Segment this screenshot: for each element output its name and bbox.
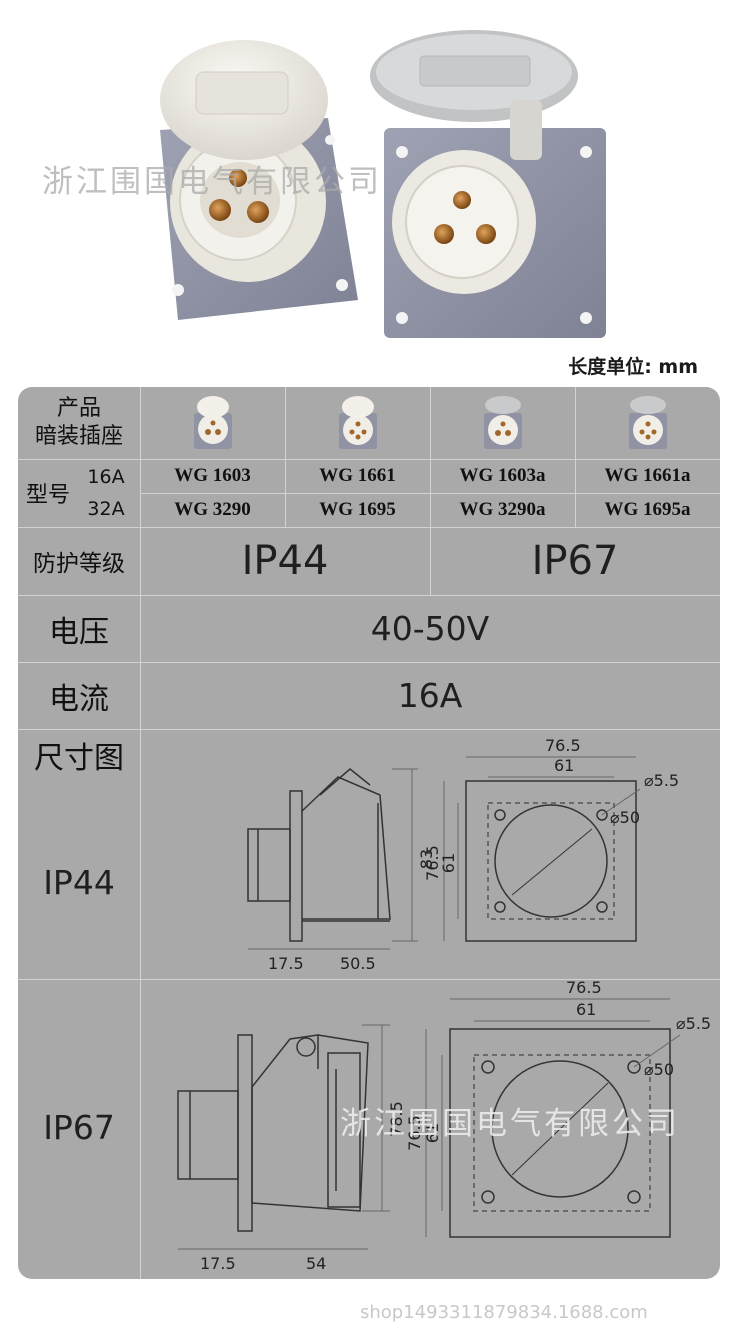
ip67-side-body: 54 [306, 1254, 326, 1273]
ip44-drawing-label: IP44 [43, 862, 115, 902]
product-label: 产品 暗装插座 [18, 387, 140, 459]
watermark-top: 浙江围国电气有限公司 [42, 164, 382, 200]
model-32a-2: WG 1695 [319, 499, 396, 520]
amp-16-label: 16A [87, 466, 125, 488]
ip67-bore-dia: ⌀50 [644, 1060, 674, 1079]
ip44-socket-photo [160, 40, 358, 320]
ip44-side-height: 83 [417, 849, 436, 869]
ip67-side-height: 78.5 [387, 1101, 406, 1137]
ip67-front-outer-v: 76.5 [405, 1115, 424, 1151]
ip44-dimension-drawing: 17.5 50.5 83 76.5 61 76.5 61 ⌀5.5 ⌀50 [247, 736, 679, 973]
ip44-front-pitch: 61 [554, 756, 574, 775]
ip67-hole-dia: ⌀5.5 [676, 1014, 711, 1033]
ip67-front-outer: 76.5 [566, 979, 602, 997]
model-16a-4: WG 1661a [604, 465, 691, 486]
ip67-side-depth: 17.5 [200, 1254, 236, 1273]
model-16a-2: WG 1661 [319, 465, 396, 486]
socket-photo-illustration [160, 30, 606, 338]
footer-url: shop1493311879834.1688.com [360, 1302, 648, 1323]
product-label-line1: 产品 [56, 396, 101, 421]
model-32a-1: WG 3290 [174, 499, 251, 520]
protection-ip44: IP44 [241, 538, 329, 584]
protection-ip67: IP67 [531, 538, 619, 584]
ip44-front-outer-v: 76.5 [423, 845, 442, 881]
model-32a-3: WG 3290a [459, 499, 546, 520]
product-thumb-3 [430, 387, 575, 459]
current-value: 16A [397, 676, 463, 715]
model-32a-4: WG 1695a [604, 499, 691, 520]
ip44-side-depth: 17.5 [268, 954, 304, 973]
spec-table-panel: 产品 暗装插座 型号 16A 32A WG 1603 WG 1661 WG 16… [18, 387, 720, 1279]
product-thumb-2 [285, 387, 430, 459]
ip67-socket-photo [370, 30, 606, 338]
amp-32-label: 32A [87, 498, 125, 520]
ip44-front-pitch-v: 61 [439, 853, 458, 873]
unit-note: 长度单位: mm [568, 356, 698, 378]
voltage-value: 40-50V [370, 609, 490, 648]
watermark-bottom: 浙江围国电气有限公司 [340, 1106, 680, 1142]
ip67-dimension-drawing: 17.5 54 78.5 76.5 61 76.5 61 ⌀5.5 ⌀50 [177, 979, 711, 1273]
model-label: 型号 [25, 483, 70, 508]
ip44-hole-dia: ⌀5.5 [644, 771, 679, 790]
ip44-front-outer: 76.5 [545, 736, 581, 755]
ip67-front-pitch-v: 61 [423, 1123, 442, 1143]
drawing-label: 尺寸图 [34, 741, 124, 776]
ip67-front-pitch: 61 [576, 1000, 596, 1019]
voltage-label: 电压 [49, 614, 109, 650]
product-thumb-1 [140, 387, 285, 459]
ip67-drawing-label: IP67 [43, 1107, 115, 1147]
ip44-side-body: 50.5 [340, 954, 376, 973]
model-16a-1: WG 1603 [174, 465, 251, 486]
protection-label: 防护等级 [33, 551, 125, 577]
ip44-bore-dia: ⌀50 [610, 808, 640, 827]
product-photo: 浙江围国电气有限公司 [0, 0, 750, 350]
model-16a-3: WG 1603a [459, 465, 546, 486]
product-label-line2: 暗装插座 [34, 424, 123, 449]
product-thumb-4 [575, 387, 720, 459]
current-label: 电流 [49, 681, 109, 717]
